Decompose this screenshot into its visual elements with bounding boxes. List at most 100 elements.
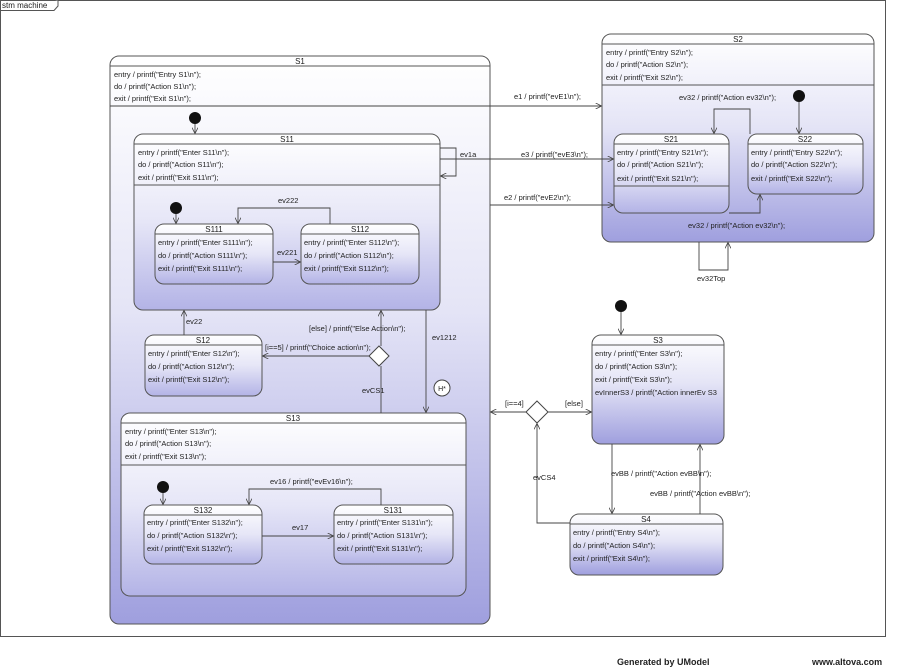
- entry-action: entry / printf("Entry S22\n");: [751, 148, 842, 157]
- exit-action: exit / printf("Exit S131\n");: [337, 544, 422, 553]
- do-action: do / printf("Action S22\n");: [751, 160, 837, 169]
- label-evbb-down: evBB / printf("Action evBB\n");: [611, 469, 711, 478]
- state-name: S3: [653, 336, 663, 345]
- state-s3-box: [591, 334, 725, 445]
- entry-action: entry / printf("Enter S12\n");: [148, 349, 240, 358]
- label-else-s1: [else] / printf("Else Action\n");: [309, 324, 406, 333]
- entry-action: entry / printf("Entry S21\n");: [617, 148, 708, 157]
- state-name: S11: [280, 135, 294, 144]
- label-evcs1: evCS1: [362, 386, 385, 395]
- exit-action: exit / printf("Exit S13\n");: [125, 452, 206, 461]
- transition-ev16: [249, 488, 382, 505]
- state-s132-box: [143, 504, 263, 565]
- entry-action: entry / printf("Enter S3\n");: [595, 349, 682, 358]
- entry-action: entry / printf("Enter S11\n");: [138, 148, 229, 157]
- label-evbb-up: evBB / printf("Action evBB\n");: [650, 489, 750, 498]
- do-action: do / printf("Action S112\n");: [304, 251, 394, 260]
- transition-evcs4: [537, 424, 570, 524]
- do-action: do / printf("Action S13\n");: [125, 439, 211, 448]
- do-action: do / printf("Action S12\n");: [148, 362, 234, 371]
- label-ev32-top: ev32 / printf("Action ev32\n");: [679, 93, 776, 102]
- exit-action: exit / printf("Exit S12\n");: [148, 375, 229, 384]
- state-s3[interactable]: S3 entry / printf("Enter S3\n"); do / pr…: [591, 334, 725, 445]
- entry-action: entry / printf("Entry S2\n");: [606, 48, 693, 57]
- do-action: do / printf("Action S132\n");: [147, 531, 237, 540]
- generated-by-label: Generated by UModel: [617, 657, 710, 667]
- transition-ev32-bottom: [729, 195, 760, 214]
- initial-state-s11: [170, 202, 182, 214]
- initial-state-top: [615, 300, 627, 312]
- internal-transition: evInnerS3 / printf("Action innerEv S3: [595, 388, 717, 397]
- label-e2: e2 / printf("evE2\n");: [504, 193, 571, 202]
- state-name: S22: [798, 135, 813, 144]
- state-name: S131: [384, 506, 403, 515]
- exit-action: exit / printf("Exit S22\n");: [751, 174, 832, 183]
- label-ev1212: ev1212: [432, 333, 457, 342]
- state-name: S12: [196, 336, 211, 345]
- label-ev16: ev16 / printf("evEv16\n");: [270, 477, 353, 486]
- exit-action: exit / printf("Exit S3\n");: [595, 375, 672, 384]
- choice-pseudostate-top: [525, 400, 549, 424]
- label-ev32-bottom: ev32 / printf("Action ev32\n");: [688, 221, 785, 230]
- state-s112-box: [300, 223, 420, 285]
- state-name: S111: [205, 225, 223, 234]
- state-s21[interactable]: S21 entry / printf("Entry S21\n"); do / …: [613, 133, 730, 214]
- do-action: do / printf("Action S3\n");: [595, 362, 677, 371]
- state-s21-box: [613, 133, 730, 214]
- label-else-s3: [else]: [565, 399, 583, 408]
- choice-pseudostate-s1: [368, 345, 390, 367]
- state-name: S4: [641, 515, 651, 524]
- exit-action: exit / printf("Exit S4\n");: [573, 554, 650, 563]
- state-s132[interactable]: S132 entry / printf("Enter S132\n"); do …: [143, 504, 263, 565]
- history-label: H*: [438, 386, 446, 393]
- state-s22[interactable]: S22 entry / printf("Entry S22\n"); do / …: [747, 133, 864, 195]
- do-action: do / printf("Action S111\n");: [158, 251, 247, 260]
- label-ev221: ev221: [277, 248, 297, 257]
- transitions: [110, 102, 799, 536]
- entry-action: entry / printf("Enter S131\n");: [337, 518, 433, 527]
- exit-action: exit / printf("Exit S132\n");: [147, 544, 232, 553]
- label-ev1a: ev1a: [460, 150, 477, 159]
- do-action: do / printf("Action S1\n");: [114, 82, 196, 91]
- exit-action: exit / printf("Exit S112\n");: [304, 264, 389, 273]
- do-action: do / printf("Action S4\n");: [573, 541, 655, 550]
- transition-ev32top: [698, 242, 728, 271]
- state-s131-box: [333, 504, 454, 565]
- label-e1: e1 / printf("evE1\n");: [514, 92, 581, 101]
- exit-action: exit / printf("Exit S111\n");: [158, 264, 242, 273]
- state-s131[interactable]: S131 entry / printf("Enter S131\n"); do …: [333, 504, 454, 565]
- state-name: S1: [295, 57, 305, 66]
- label-i5: [i==5] / printf("Choice action\n");: [265, 343, 371, 352]
- label-i4: [i==4]: [505, 399, 524, 408]
- entry-action: entry / printf("Enter S112\n");: [304, 238, 399, 247]
- label-ev17: ev17: [292, 523, 308, 532]
- state-s111-box: [154, 223, 274, 285]
- state-s12[interactable]: S12 entry / printf("Enter S12\n"); do / …: [144, 334, 263, 397]
- state-name: S2: [733, 35, 743, 44]
- do-action: do / printf("Action S11\n");: [138, 160, 224, 169]
- initial-state-s13: [157, 481, 169, 493]
- entry-action: entry / printf("Enter S111\n");: [158, 238, 253, 247]
- state-name: S132: [194, 506, 213, 515]
- exit-action: exit / printf("Exit S21\n");: [617, 174, 698, 183]
- entry-action: entry / printf("Enter S132\n");: [147, 518, 243, 527]
- transition-ev222: [238, 207, 331, 224]
- transition-ev32-top: [714, 108, 751, 134]
- do-action: do / printf("Action S21\n");: [617, 160, 703, 169]
- entry-action: entry / printf("Enter S13\n");: [125, 427, 217, 436]
- state-s112[interactable]: S112 entry / printf("Enter S112\n"); do …: [300, 223, 420, 285]
- label-ev22: ev22: [186, 317, 202, 326]
- label-e3: e3 / printf("evE3\n");: [521, 150, 588, 159]
- exit-action: exit / printf("Exit S1\n");: [114, 94, 191, 103]
- initial-state-s1: [189, 112, 201, 124]
- label-ev32top: ev32Top: [697, 274, 725, 283]
- deep-history-pseudostate: [433, 379, 451, 397]
- state-s111[interactable]: S111 entry / printf("Enter S111\n"); do …: [154, 223, 274, 285]
- state-s4[interactable]: S4 entry / printf("Entry S4\n"); do / pr…: [569, 513, 724, 576]
- frame-title: stm machine: [2, 1, 48, 10]
- state-name: S21: [664, 135, 679, 144]
- state-name: S13: [286, 414, 301, 423]
- state-s4-box: [569, 513, 724, 576]
- frame-tab: [0, 0, 59, 11]
